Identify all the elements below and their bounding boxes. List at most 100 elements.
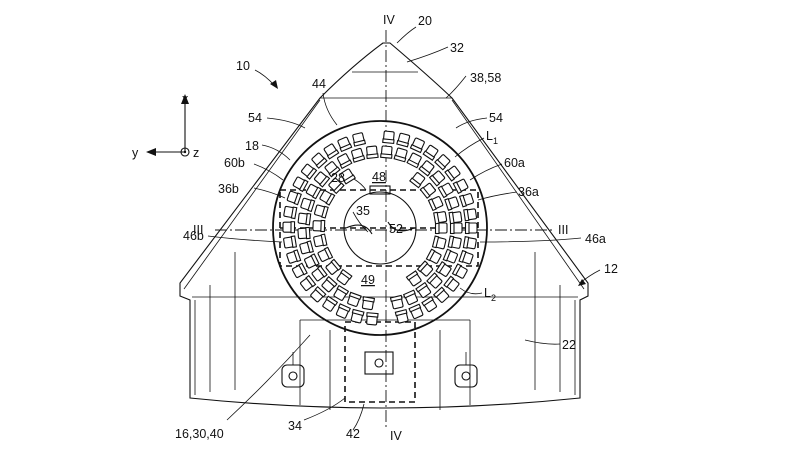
fuselage-outline	[179, 42, 589, 410]
label-60b: 60b	[224, 156, 245, 170]
seat	[444, 165, 461, 182]
seat	[340, 168, 357, 185]
seat	[422, 144, 439, 161]
label-16-30-40: 16,30,40	[175, 427, 224, 441]
seat	[380, 145, 393, 159]
seat	[351, 147, 366, 163]
label-54-right: 54	[489, 111, 503, 125]
seat	[463, 208, 478, 222]
seat	[448, 211, 463, 225]
seat	[393, 147, 408, 163]
seat	[347, 291, 362, 307]
label-III-left: III	[193, 223, 203, 237]
seat	[427, 196, 444, 212]
label-44: 44	[312, 77, 326, 91]
seat	[312, 219, 326, 233]
axis-y-label: y	[132, 146, 139, 160]
axis-x-label: x	[182, 92, 189, 106]
seat	[444, 196, 460, 211]
label-49: 49	[361, 273, 375, 287]
seat	[321, 275, 338, 293]
seat	[428, 170, 446, 187]
seat-layout	[282, 130, 478, 326]
label-22: 22	[562, 338, 576, 352]
seat	[433, 211, 448, 225]
seat	[464, 221, 478, 235]
seat	[305, 183, 322, 200]
seat	[333, 284, 350, 301]
seat	[297, 226, 311, 240]
seat	[286, 190, 302, 206]
seat	[324, 161, 341, 178]
seat	[442, 248, 458, 264]
label-IV-top: IV	[383, 13, 395, 27]
seat	[314, 204, 329, 219]
seat	[366, 145, 379, 160]
seat	[462, 236, 477, 250]
label-35: 35	[356, 204, 370, 218]
leader-lines	[207, 26, 601, 431]
label-12: 12	[604, 262, 618, 276]
seat	[415, 281, 432, 298]
seat	[425, 248, 442, 264]
seat	[310, 286, 327, 303]
seat	[437, 182, 454, 199]
label-IV-bottom: IV	[390, 429, 402, 443]
label-54-left: 54	[248, 111, 262, 125]
seat	[336, 268, 353, 286]
seat	[418, 160, 435, 177]
seat	[300, 197, 316, 213]
seat	[311, 152, 328, 169]
seat	[432, 286, 450, 303]
seat	[350, 308, 365, 324]
seat	[382, 130, 395, 145]
seat	[282, 221, 296, 234]
seat	[402, 289, 418, 306]
label-48: 48	[372, 170, 386, 184]
seat	[426, 272, 443, 289]
seat	[408, 303, 424, 320]
label-L1: L1	[486, 129, 498, 146]
seat	[283, 235, 298, 249]
seat	[335, 303, 351, 319]
seat	[416, 260, 434, 277]
label-36b: 36b	[218, 182, 239, 196]
label-18: 18	[245, 139, 259, 153]
seat	[396, 132, 411, 148]
reference-labels: 10 20 32 38,58 44 54 54 L1 18 60b 60a 28…	[175, 13, 618, 443]
seat	[394, 308, 409, 324]
seat	[328, 177, 345, 195]
seat	[458, 249, 474, 265]
seat	[291, 262, 308, 278]
seat	[389, 294, 404, 310]
seat	[405, 270, 422, 287]
seat	[286, 249, 302, 264]
seat	[311, 265, 328, 282]
seat	[323, 143, 340, 160]
label-34: 34	[288, 419, 302, 433]
label-52: 52	[389, 222, 403, 236]
seat	[406, 152, 422, 169]
seat	[299, 240, 314, 255]
label-60a: 60a	[504, 156, 525, 170]
seat	[458, 193, 474, 208]
label-III-right: III	[558, 223, 568, 237]
seat	[325, 258, 342, 275]
seat	[366, 312, 379, 326]
seat	[452, 178, 469, 195]
axis-z-label: z	[193, 146, 199, 160]
seat	[322, 295, 339, 312]
seat	[421, 295, 437, 313]
seat	[419, 182, 436, 199]
seat	[449, 221, 463, 235]
seat	[434, 154, 451, 171]
seat	[451, 263, 468, 279]
seat	[435, 261, 452, 277]
seat	[434, 221, 448, 235]
seat	[283, 205, 298, 220]
label-42: 42	[346, 427, 360, 441]
label-46a: 46a	[585, 232, 606, 246]
landing-gear-right	[454, 352, 478, 388]
